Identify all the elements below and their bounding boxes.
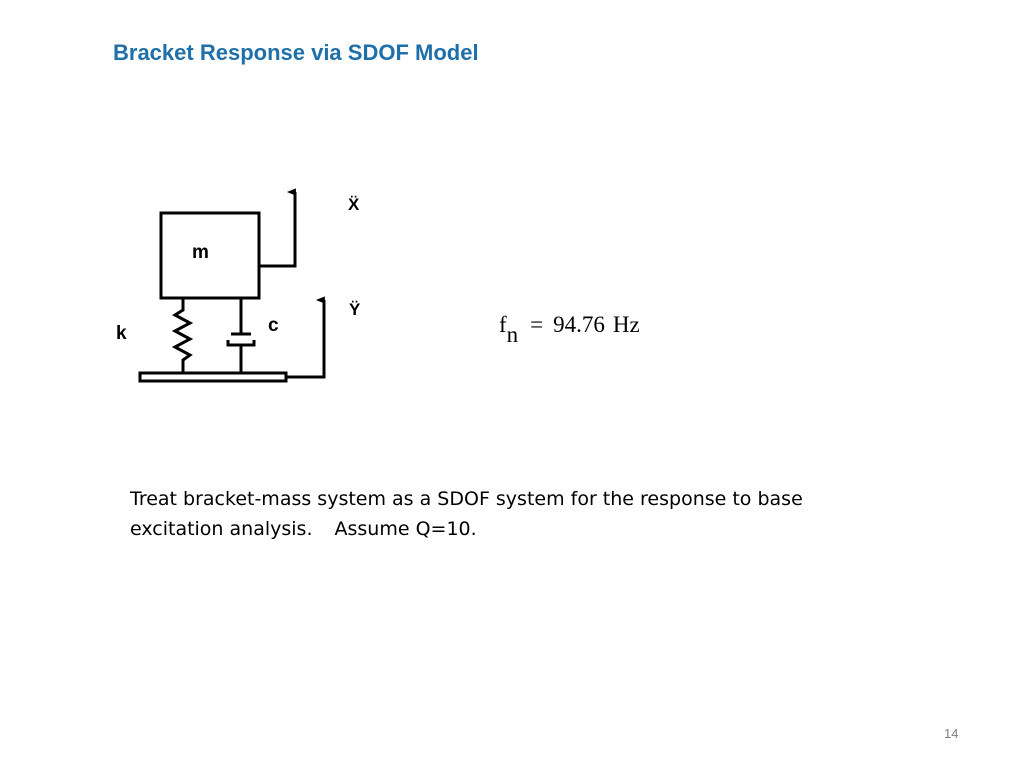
base-acceleration-label: Ÿ bbox=[349, 300, 361, 319]
spring bbox=[171, 298, 194, 373]
base-plate bbox=[138, 371, 288, 383]
equation-unit: Hz bbox=[612, 312, 640, 337]
damper bbox=[226, 298, 256, 373]
spring-label: k bbox=[116, 323, 127, 344]
natural-frequency-equation: fn = 94.76 Hz bbox=[499, 312, 640, 347]
damper-label: c bbox=[268, 315, 279, 336]
mass-block bbox=[159, 211, 261, 300]
equation-symbol: f bbox=[499, 312, 507, 337]
mass-acceleration-label: Ẍ bbox=[348, 195, 360, 214]
body-paragraph: Treat bracket-mass system as a SDOF syst… bbox=[130, 484, 890, 544]
slide-number: 14 bbox=[944, 726, 959, 741]
equation-operator: = bbox=[530, 312, 544, 337]
slide-title: Bracket Response via SDOF Model bbox=[113, 40, 479, 65]
base-acceleration-arrow bbox=[286, 296, 326, 379]
equation-value: 94.76 bbox=[553, 312, 605, 337]
equation-subscript: n bbox=[506, 322, 519, 347]
mass-acceleration-arrow bbox=[259, 188, 297, 268]
mass-label: m bbox=[192, 242, 209, 263]
body-sentence-2: Assume Q=10. bbox=[334, 518, 477, 540]
body-sentence-1: Treat bracket-mass system as a SDOF syst… bbox=[130, 488, 803, 540]
